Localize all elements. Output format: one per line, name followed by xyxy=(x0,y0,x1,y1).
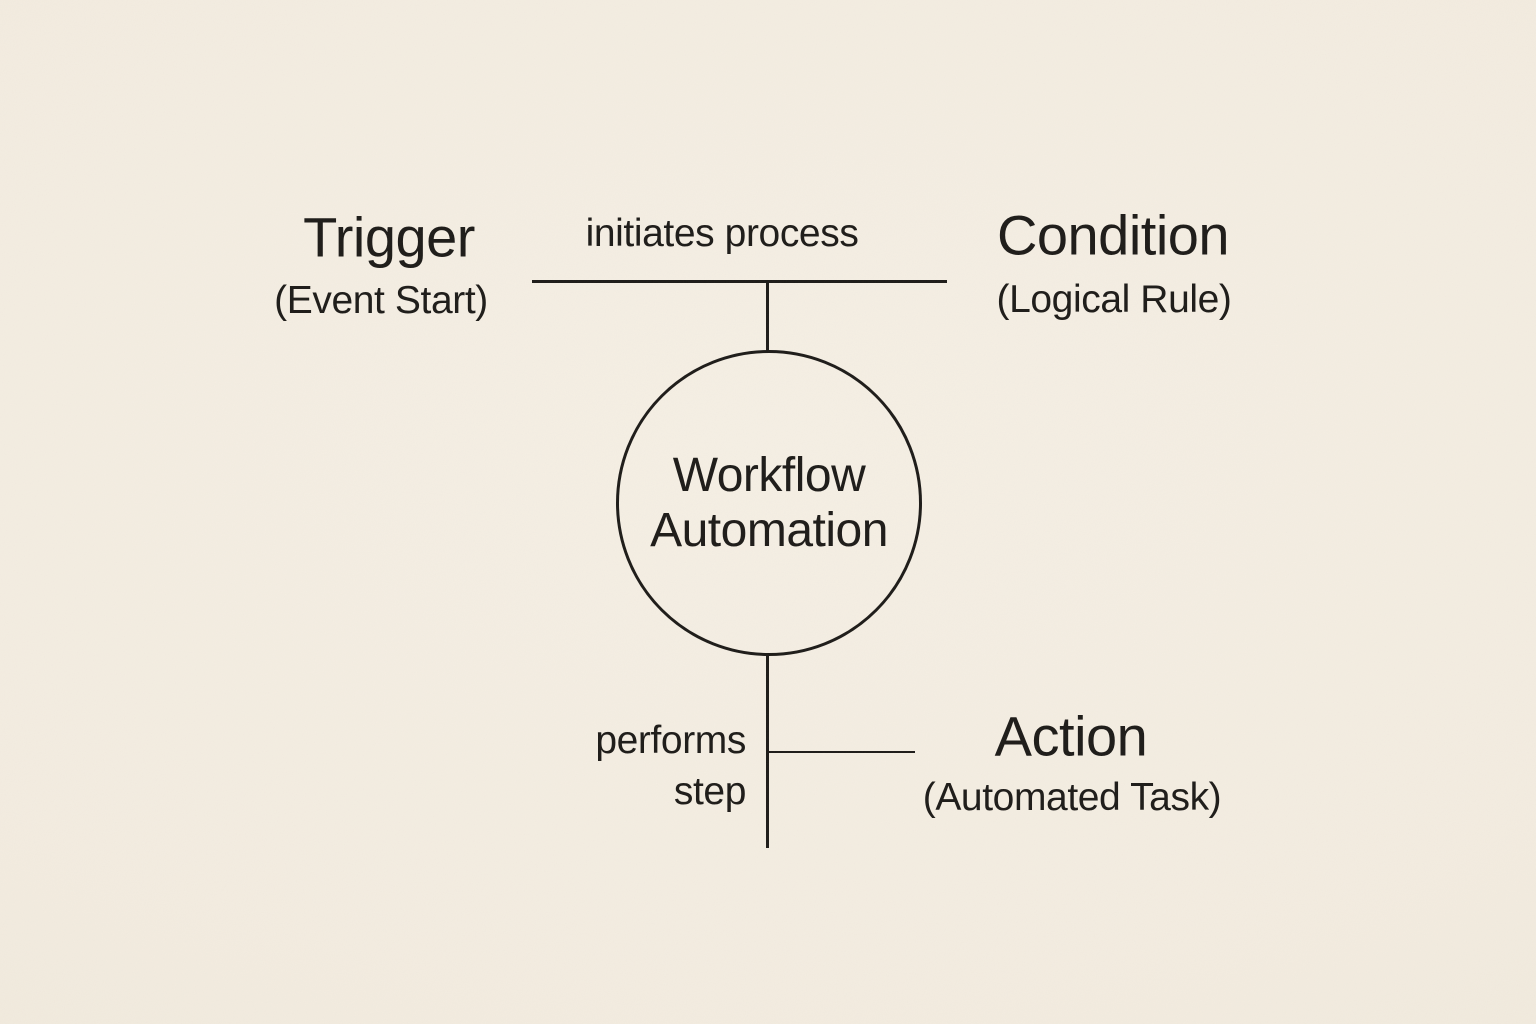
workflow-circle-label: Workflow Automation xyxy=(650,448,888,558)
trigger-subtitle: (Event Start) xyxy=(274,279,488,322)
top-edge-label: initiates process xyxy=(585,212,859,255)
workflow-circle: Workflow Automation xyxy=(616,350,922,656)
action-subtitle: (Automated Task) xyxy=(922,776,1222,819)
condition-title: Condition xyxy=(996,203,1230,267)
bottom-edge-label-line2: step xyxy=(673,770,747,813)
bottom-edge-label-line1: performs xyxy=(595,719,746,762)
bottom-connector-branch-line xyxy=(768,751,915,753)
action-title: Action xyxy=(994,704,1148,768)
workflow-circle-label-line2: Automation xyxy=(650,504,888,557)
top-connector-horizontal-line xyxy=(532,280,947,283)
condition-subtitle: (Logical Rule) xyxy=(996,278,1232,321)
top-connector-vertical-line xyxy=(766,281,769,351)
trigger-title: Trigger xyxy=(303,205,475,269)
workflow-circle-label-line1: Workflow xyxy=(672,449,866,502)
